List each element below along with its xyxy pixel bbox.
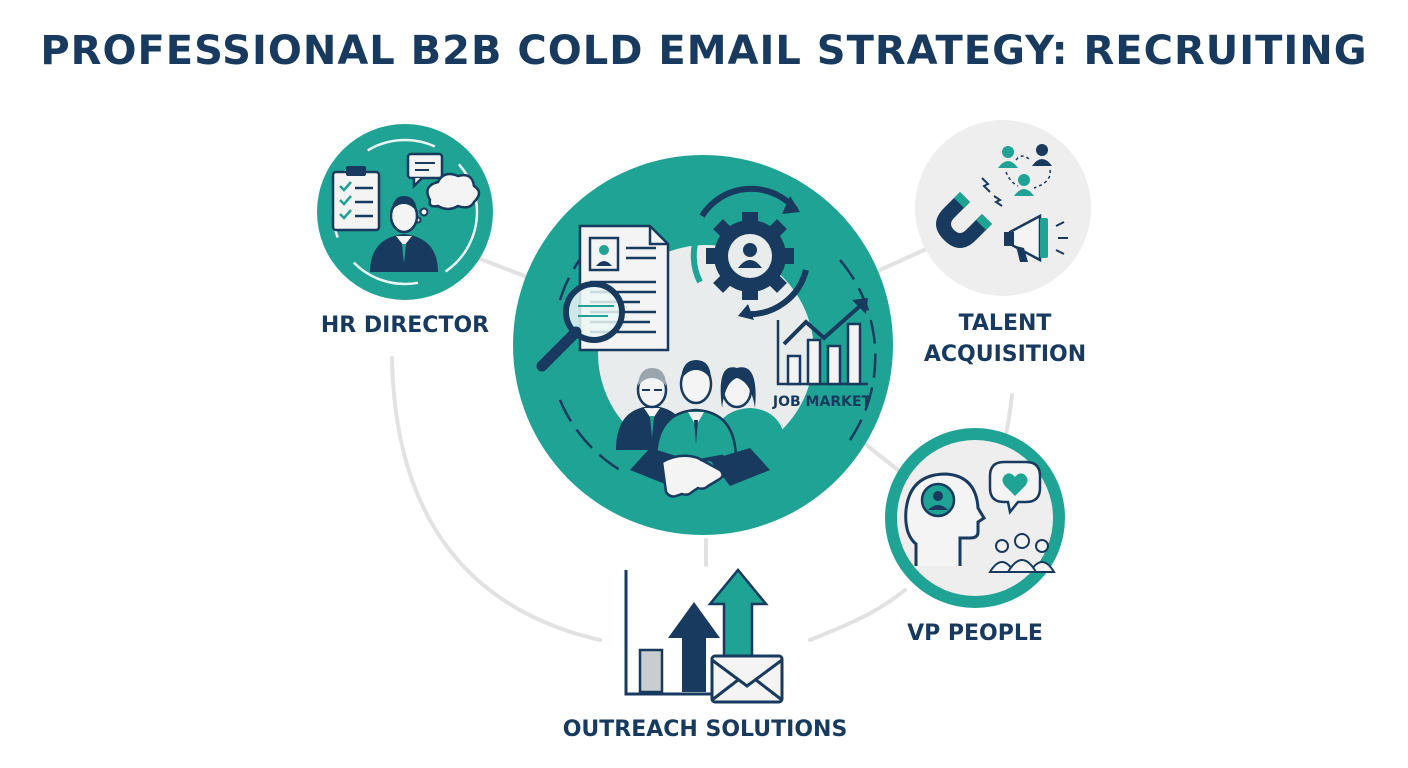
chat-bubble-icon — [406, 152, 444, 190]
connector-vp-center — [858, 438, 900, 472]
page-title: PROFESSIONAL B2B COLD EMAIL STRATEGY: RE… — [40, 28, 1368, 74]
talent-acquisition-line-2: ACQUISITION — [923, 342, 1087, 367]
megaphone-icon — [1004, 213, 1068, 263]
talent-acquisition-node — [915, 120, 1091, 296]
magnet-icon — [936, 177, 1003, 248]
connector-bottom-right-arc — [808, 588, 907, 642]
talent-acquisition-label: TALENT ACQUISITION — [900, 308, 1110, 370]
businessman-icon — [370, 196, 438, 272]
head-profile-icon — [904, 472, 987, 566]
vp-people-node — [885, 428, 1065, 608]
bar-chart-arrows-icon — [624, 568, 769, 696]
magnifier-icon — [536, 281, 625, 372]
growth-chart-icon — [776, 298, 868, 386]
job-market-label: JOB MARKET — [772, 394, 872, 410]
thought-cloud-icon — [414, 172, 481, 224]
group-people-icon — [988, 533, 1056, 573]
outreach-solutions-node — [624, 568, 784, 704]
hr-director-label: HR DIRECTOR — [320, 313, 490, 338]
connector-left-arc — [390, 356, 602, 642]
talent-acquisition-line-1: TALENT — [958, 311, 1052, 336]
network-people-icon — [998, 144, 1052, 196]
center-hub: JOB MARKET — [513, 155, 893, 535]
vp-people-label: VP PEOPLE — [907, 621, 1043, 646]
talent-acquisition-circle — [915, 120, 1091, 296]
envelope-icon — [710, 654, 784, 704]
handshake-icon — [630, 448, 770, 498]
hr-director-node — [317, 124, 493, 300]
gear-cycle-icon — [690, 185, 809, 320]
outreach-solutions-label: OUTREACH SOLUTIONS — [562, 717, 848, 742]
connector-hr-center — [468, 253, 537, 282]
clipboard-checklist-icon — [331, 166, 381, 232]
team-people-icon — [616, 360, 786, 462]
heart-bubble-icon — [988, 460, 1042, 515]
